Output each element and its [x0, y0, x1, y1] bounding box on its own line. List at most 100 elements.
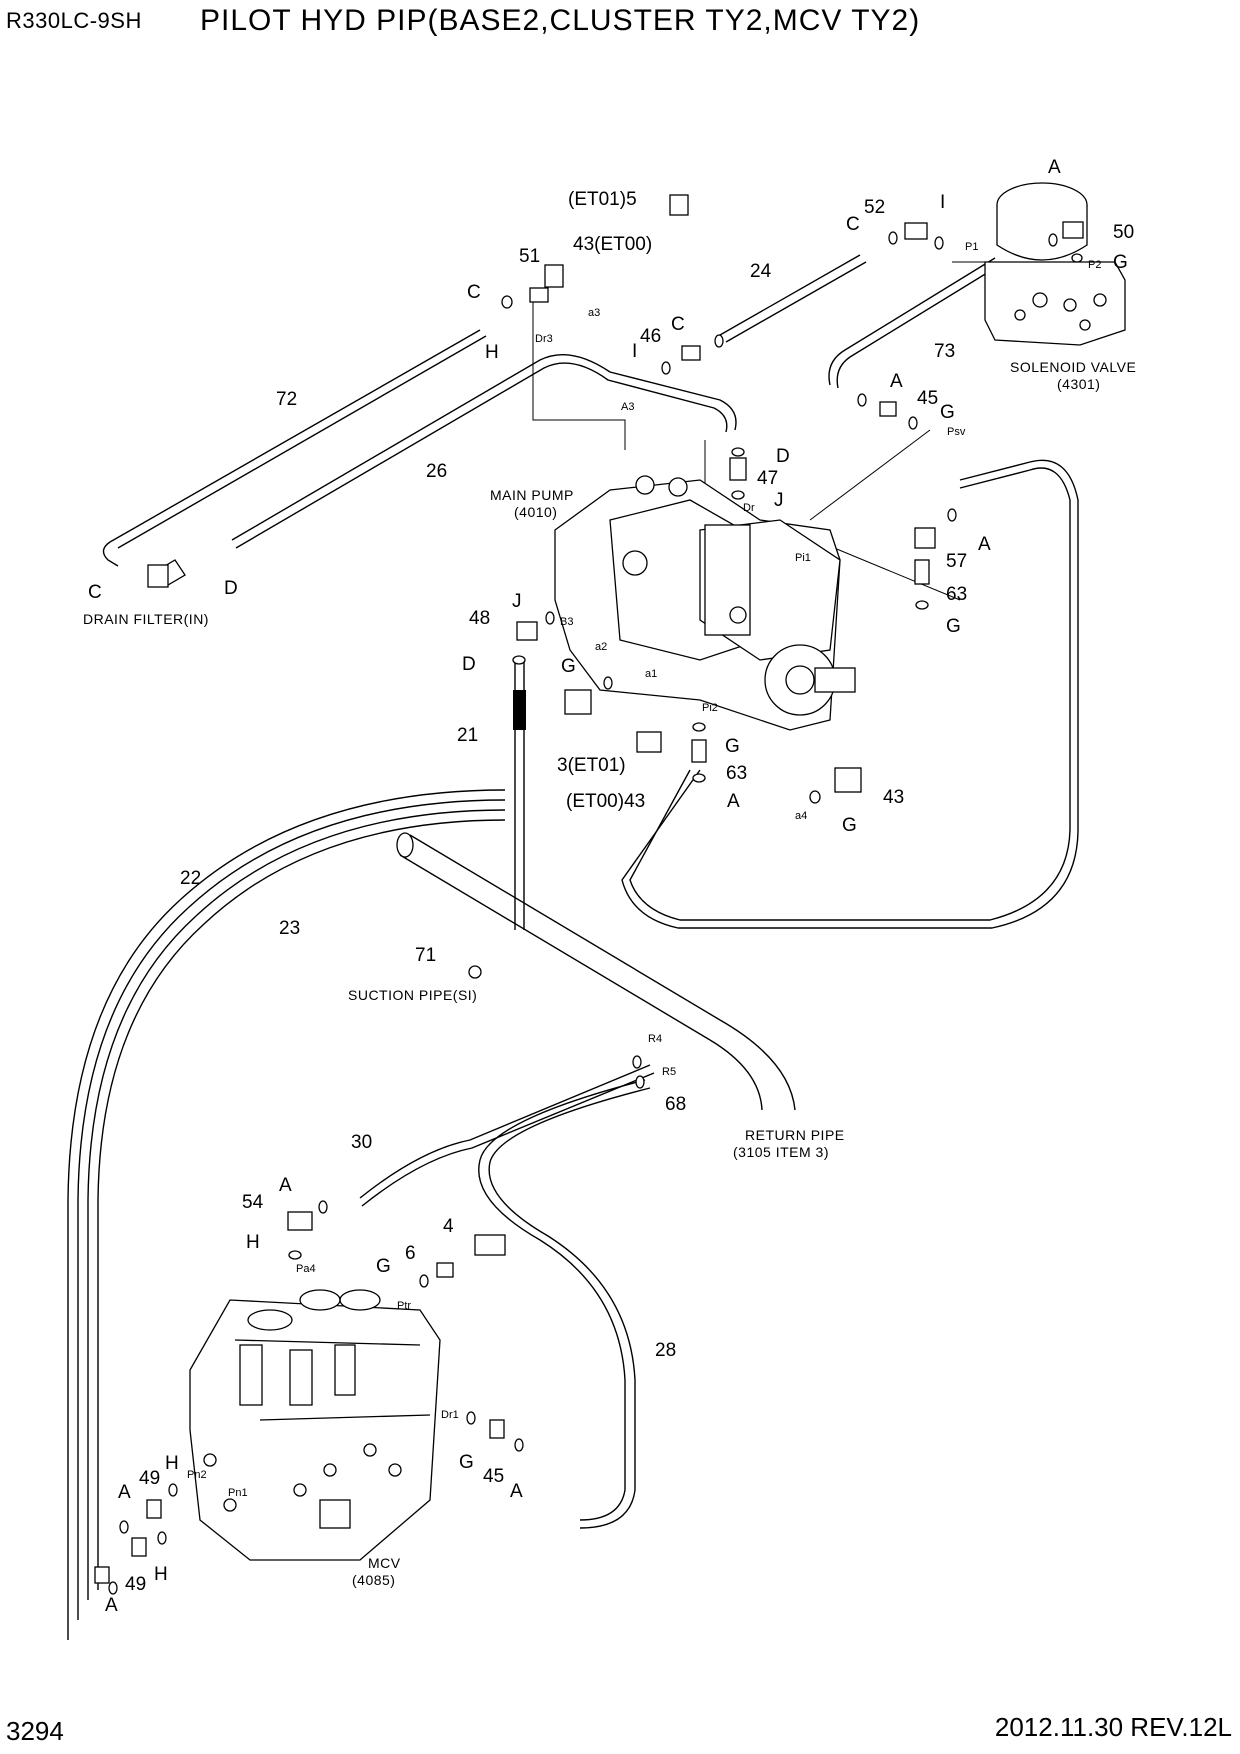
- note-suction-pipe: SUCTION PIPE(SI): [348, 987, 477, 1003]
- callout: G: [561, 656, 576, 677]
- callout: H: [485, 342, 499, 363]
- revision-date: 2012.11.30 REV.12L: [994, 1712, 1232, 1742]
- callout: 73: [934, 341, 955, 362]
- callout: 45: [917, 388, 938, 409]
- callout: G: [376, 1256, 391, 1277]
- callout: 21: [457, 725, 478, 746]
- callout: 28: [655, 1340, 676, 1361]
- callout: 57: [946, 551, 967, 572]
- callout: G: [946, 616, 961, 637]
- callout: 22: [180, 868, 201, 889]
- callouts: (ET01)5 43(ET00) 51 C H 72 26 C D 52 C I…: [88, 157, 1134, 1616]
- hose-22-23: [67, 789, 506, 1640]
- model-number: R330LC-9SH: [6, 8, 142, 33]
- callout: G: [842, 815, 857, 836]
- port-label: a4: [795, 810, 807, 822]
- mcv: [189, 1289, 441, 1561]
- return-pipe-loop: [621, 459, 1079, 929]
- port-label: A3: [621, 401, 634, 413]
- suction-pipe: [396, 832, 796, 1111]
- solenoid-valve-block: [984, 182, 1126, 346]
- note-main-pump-ref: (4010): [514, 504, 557, 520]
- drain-filter: [147, 559, 186, 588]
- callout: 63: [726, 763, 747, 784]
- callout: A: [510, 1481, 523, 1502]
- callout: A: [727, 791, 740, 812]
- port-labels: Dr3 a3 A3 P1 P2 Psv Dr Pi1 B3 a2 a1 Pi2 …: [187, 241, 1101, 1499]
- note-mcv: MCV: [368, 1555, 401, 1571]
- port-label: P1: [965, 241, 978, 253]
- callout: C: [88, 582, 102, 603]
- callout: C: [846, 214, 860, 235]
- port-label: a2: [595, 641, 607, 653]
- callout: 51: [519, 246, 540, 267]
- callout: 49: [139, 1468, 160, 1489]
- callout: 24: [750, 261, 772, 282]
- note-return-pipe: RETURN PIPE: [745, 1127, 845, 1143]
- callout: 47: [757, 468, 778, 489]
- callout: (ET00)43: [566, 791, 645, 812]
- callout: C: [671, 314, 685, 335]
- hose-24: [719, 254, 867, 343]
- port-label: P2: [1088, 259, 1101, 271]
- callout: G: [725, 736, 740, 757]
- callout: 23: [279, 918, 300, 939]
- callout: 3(ET01): [557, 755, 626, 776]
- callout: 30: [351, 1132, 372, 1153]
- callout: 4: [443, 1216, 454, 1237]
- callout: 49: [125, 1574, 146, 1595]
- callout: 50: [1113, 222, 1134, 243]
- callout: 43(ET00): [573, 234, 652, 255]
- callout: A: [105, 1595, 118, 1616]
- callout: 26: [426, 461, 447, 482]
- callout: 54: [242, 1192, 264, 1213]
- hose-21: [513, 660, 526, 930]
- note-mcv-ref: (4085): [352, 1572, 395, 1588]
- hose-30: [359, 1064, 655, 1207]
- callout: D: [776, 446, 790, 467]
- callout: H: [165, 1453, 179, 1474]
- callout: A: [279, 1175, 292, 1196]
- callout: J: [774, 490, 784, 511]
- callout: 48: [469, 608, 490, 629]
- note-return-pipe-ref: (3105 ITEM 3): [733, 1144, 829, 1160]
- callout: (ET01)5: [568, 189, 637, 210]
- callout: 6: [405, 1243, 416, 1264]
- callout: 45: [483, 1466, 504, 1487]
- port-label: Dr: [743, 502, 755, 514]
- callout: 43: [883, 787, 904, 808]
- callout: A: [118, 1482, 131, 1503]
- port-label: Pa4: [296, 1263, 316, 1275]
- callout: G: [1113, 252, 1128, 273]
- port-label: Psv: [947, 426, 966, 438]
- callout: I: [940, 192, 945, 213]
- port-label: a3: [588, 307, 600, 319]
- port-label: Pn2: [187, 1469, 207, 1481]
- hose-26: [231, 353, 737, 549]
- callout: 63: [946, 584, 967, 605]
- callout: I: [632, 341, 637, 362]
- port-label: B3: [560, 616, 573, 628]
- callout: A: [1048, 157, 1061, 178]
- callout: A: [890, 371, 903, 392]
- port-label: Pi1: [795, 552, 811, 564]
- note-drain-filter: DRAIN FILTER(IN): [83, 611, 209, 627]
- port-label: Ptr: [397, 1300, 411, 1312]
- port-label: R5: [662, 1066, 676, 1078]
- hose-73: [828, 257, 1001, 389]
- fittings: [94, 194, 1084, 1595]
- hose-72: [102, 329, 487, 567]
- callout: 46: [640, 326, 661, 347]
- callout: 68: [665, 1094, 686, 1115]
- callout: J: [512, 591, 522, 612]
- page-title: PILOT HYD PIP(BASE2,CLUSTER TY2,MCV TY2): [200, 4, 921, 37]
- main-pump: [554, 475, 856, 731]
- callout: D: [224, 578, 238, 599]
- callout: G: [459, 1452, 474, 1473]
- port-label: a1: [645, 668, 657, 680]
- callout: 71: [415, 945, 436, 966]
- port-label: Dr1: [441, 1409, 459, 1421]
- callout: C: [467, 282, 481, 303]
- port-label: Pn1: [228, 1487, 248, 1499]
